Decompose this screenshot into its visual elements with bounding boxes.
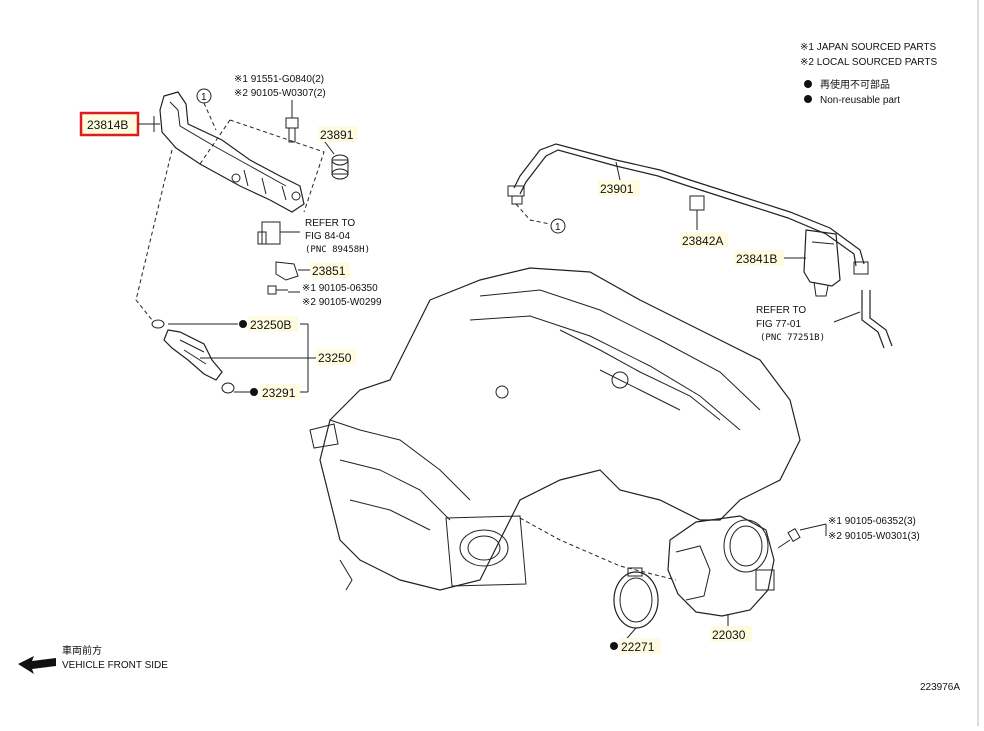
bolt-2-japan-code: ※1 90105-06350 xyxy=(302,283,378,294)
bolt-3-drawing xyxy=(777,527,801,549)
part-23851-label[interactable]: 23851 xyxy=(312,264,346,278)
leader-23901 xyxy=(615,161,621,181)
vehicle-front-indicator: 車両前方 VEHICLE FRONT SIDE xyxy=(18,644,168,674)
injector-drawing xyxy=(163,329,223,381)
part-22271-highlight xyxy=(619,638,661,654)
part-23851-drawing xyxy=(275,261,299,281)
ref-fig-77-line1: REFER TO xyxy=(756,305,806,316)
o-ring-icon xyxy=(151,319,165,329)
legend-non-reusable-jp: 再使用不可部品 xyxy=(820,78,890,91)
bolt-1-drawing xyxy=(285,117,299,143)
ref-fig-84-line3: (PNC 89458H) xyxy=(305,245,370,255)
figure-id: 223976A xyxy=(920,682,960,693)
part-23842A-label[interactable]: 23842A xyxy=(682,234,723,248)
dashed-outline-left xyxy=(135,149,173,321)
sensor-connector-drawing xyxy=(257,221,300,245)
circle-1b-icon xyxy=(550,218,566,234)
part-22030-label[interactable]: 22030 xyxy=(712,628,746,642)
non-reusable-dot-23250B xyxy=(239,320,247,328)
part-23841B-highlight xyxy=(734,250,784,266)
part-23291-label[interactable]: 23291 xyxy=(262,386,296,400)
bracket-23841B-drawing xyxy=(803,229,841,297)
part-23250B-label[interactable]: 23250B xyxy=(250,318,291,332)
fuel-line-drawing xyxy=(861,290,885,349)
bolt-3-japan-code: ※1 90105-06352(3) xyxy=(828,516,916,527)
dashed-outline-upper xyxy=(199,119,325,213)
non-reusable-dot-icon xyxy=(804,80,812,88)
part-23814B-label[interactable]: 23814B xyxy=(87,118,128,132)
part-23841B-label[interactable]: 23841B xyxy=(736,252,777,266)
vehicle-front-en: VEHICLE FRONT SIDE xyxy=(62,660,168,671)
ref-fig-84-line2[interactable]: FIG 84-04 xyxy=(305,231,350,242)
legend-local-sourced: ※2 LOCAL SOURCED PARTS xyxy=(800,57,937,68)
part-23901-highlight xyxy=(598,180,640,196)
vehicle-front-jp: 車両前方 xyxy=(62,644,102,657)
part-23250B-highlight xyxy=(248,316,298,332)
bolt-3-local-code: ※2 90105-W0301(3) xyxy=(828,531,920,542)
fuel-delivery-pipe-drawing xyxy=(159,91,305,213)
legend: ※1 JAPAN SOURCED PARTS ※2 LOCAL SOURCED … xyxy=(800,42,937,106)
part-23891-drawing xyxy=(331,154,349,180)
dashed-link-throttle xyxy=(519,517,677,581)
ref-fig-77-line2[interactable]: FIG 77-01 xyxy=(756,319,801,330)
bolt-2-drawing xyxy=(267,285,288,295)
fuel-line-drawing-2 xyxy=(869,290,893,347)
ref-fig-77-line3: (PNC 77251B) xyxy=(760,333,825,343)
legend-japan-sourced: ※1 JAPAN SOURCED PARTS xyxy=(800,42,937,53)
bolt-2-local-code: ※2 90105-W0299 xyxy=(302,297,382,308)
part-23851-highlight xyxy=(310,262,350,278)
non-reusable-dot-22271 xyxy=(610,642,618,650)
part-23891-label[interactable]: 23891 xyxy=(320,128,354,142)
throttle-body-22030-drawing xyxy=(667,515,775,617)
circle-1b-number: 1 xyxy=(555,222,561,233)
part-23891-highlight xyxy=(318,126,358,142)
leader-bolt-3 xyxy=(799,523,827,531)
clip-23842A-drawing xyxy=(689,195,705,230)
intake-manifold-drawing xyxy=(309,267,801,591)
part-23291-highlight xyxy=(260,384,300,400)
injector-seal-drawing xyxy=(221,382,235,394)
gasket-22271-drawing xyxy=(613,567,659,629)
part-23842A-highlight xyxy=(680,232,728,248)
non-reusable-dot-icon-2 xyxy=(804,95,812,103)
fuel-hose-drawing xyxy=(507,143,869,275)
arrow-left-icon xyxy=(18,656,56,674)
leader-ref-77 xyxy=(833,311,861,323)
bolt-1-local-code: ※2 90105-W0307(2) xyxy=(234,88,326,99)
dashed-hose-link xyxy=(515,203,551,225)
part-23901-label[interactable]: 23901 xyxy=(600,182,634,196)
bolt-1-japan-code: ※1 91551-G0840(2) xyxy=(234,74,324,85)
part-23250-label[interactable]: 23250 xyxy=(318,351,352,365)
part-22271-label[interactable]: 22271 xyxy=(621,640,655,654)
ref-fig-84-line1: REFER TO xyxy=(305,218,355,229)
circle-1-number: 1 xyxy=(201,92,207,103)
legend-non-reusable-en: Non-reusable part xyxy=(820,95,900,106)
part-22030-highlight xyxy=(710,626,752,642)
non-reusable-dot-23291 xyxy=(250,388,258,396)
part-23250-highlight xyxy=(316,349,356,365)
